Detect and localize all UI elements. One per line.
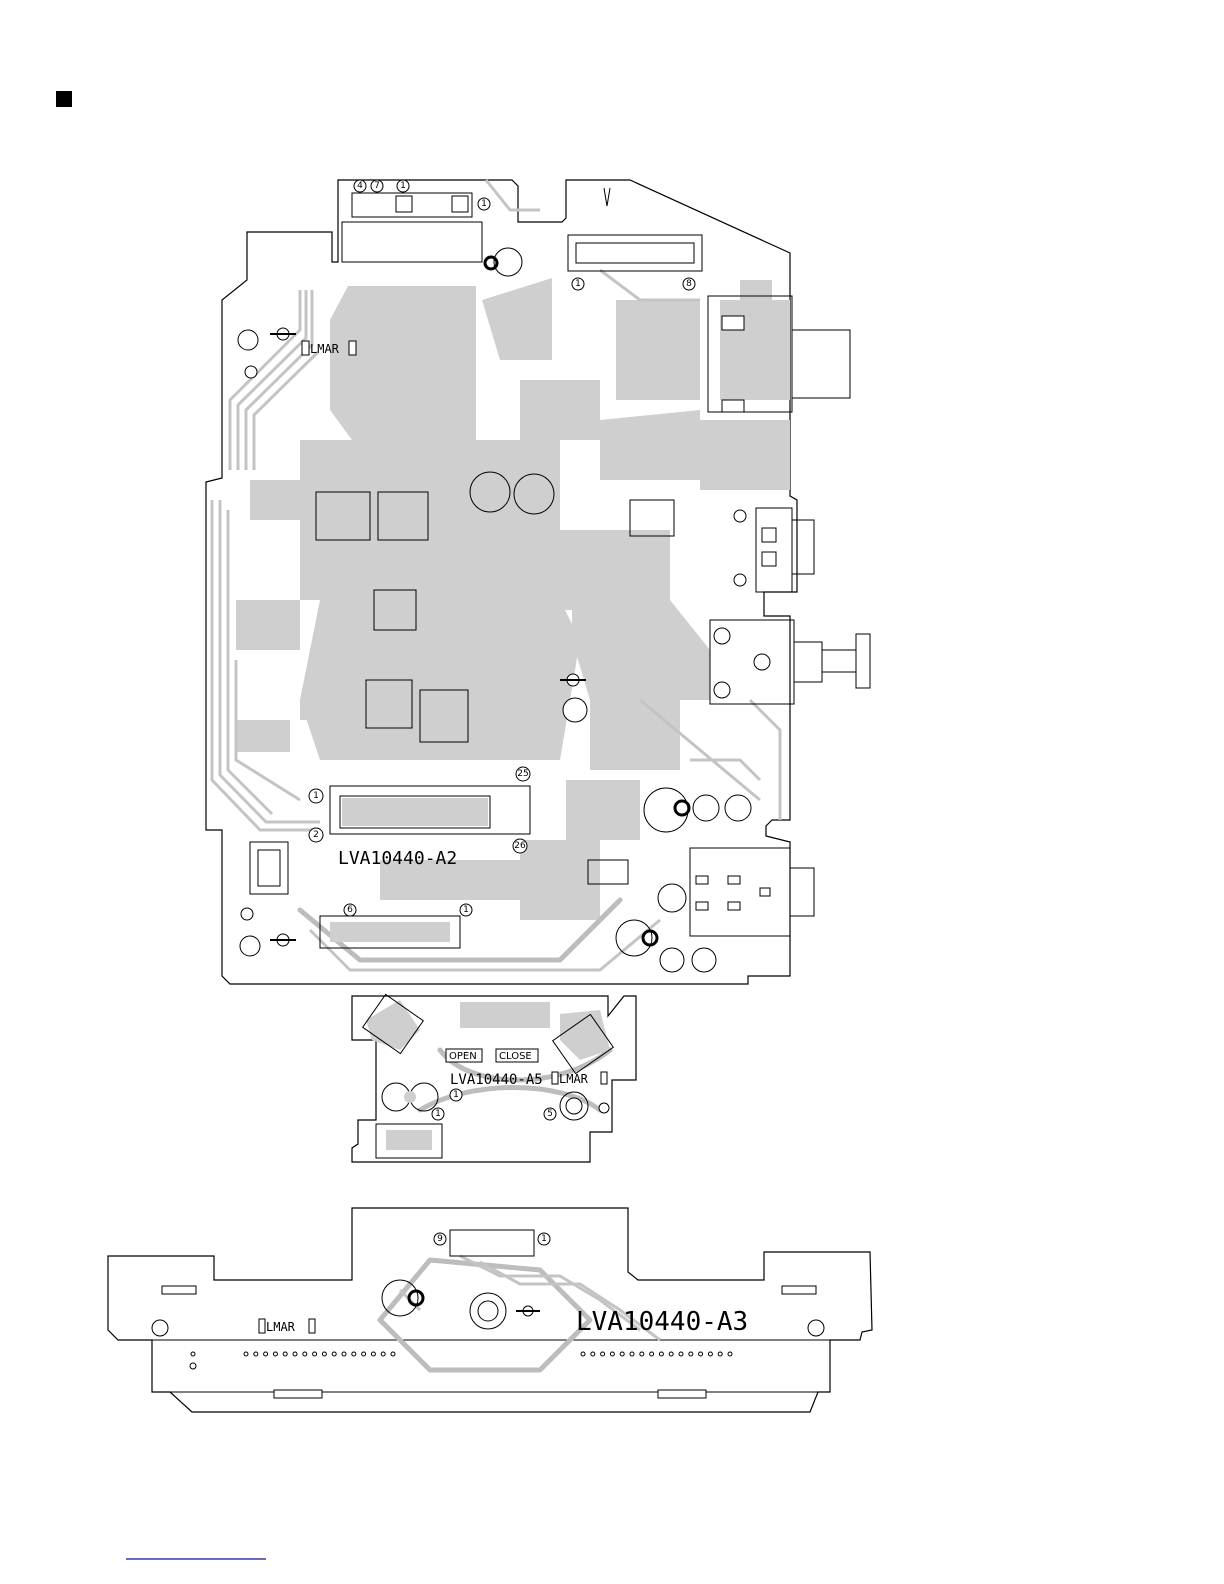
- pin-label-cn-lower-1: 1: [460, 904, 472, 916]
- close-label: CLOSE: [499, 1051, 532, 1062]
- pin-label-cn1-8: 8: [683, 278, 695, 290]
- main-board: 4 7 1 1 1 8: [206, 180, 870, 984]
- pin-7-text: 7: [374, 181, 380, 191]
- mid-board: OPEN CLOSE LVA10440-A5 LMAR 1 1 5: [352, 994, 636, 1162]
- pin-label-cn-bottom-25: 25: [516, 767, 530, 781]
- cn-bottom-25-text: 25: [517, 769, 528, 779]
- bottom-1-text: 1: [541, 1234, 547, 1244]
- pin-label-1b: 1: [478, 198, 490, 210]
- lmar-bottom-text: LMAR: [266, 1320, 296, 1334]
- open-label-box: OPEN: [446, 1049, 482, 1062]
- cn-bottom-2-text: 2: [313, 830, 319, 840]
- pin-label-mid-1a: 1: [450, 1089, 462, 1101]
- cn-lower-6-text: 6: [347, 905, 353, 915]
- section-marker: [56, 91, 72, 107]
- mounting-hole-tl: [238, 330, 258, 350]
- lmar-mid-text: LMAR: [559, 1072, 589, 1086]
- mid-1b-text: 1: [435, 1109, 441, 1119]
- bottom-hole-left: [152, 1320, 168, 1336]
- pin-label-1a: 1: [397, 180, 409, 192]
- mounting-hole-center: [563, 698, 587, 722]
- pin-label-cn-lower-6: 6: [344, 904, 356, 916]
- board-name-main: LVA10440-A2: [338, 848, 457, 869]
- mounting-hole-bl: [240, 936, 260, 956]
- open-label: OPEN: [449, 1051, 477, 1062]
- pin-label-cn-bottom-1: 1: [309, 789, 323, 803]
- cn1-pin8-text: 8: [686, 279, 692, 289]
- pin-label-4: 4: [354, 180, 366, 192]
- pin-label-cn1-1: 1: [572, 278, 584, 290]
- pin-label-mid-1b: 1: [432, 1108, 444, 1120]
- pin-4-text: 4: [357, 181, 363, 191]
- pin-label-cn-bottom-2: 2: [309, 828, 323, 842]
- cn-bottom-1-text: 1: [313, 791, 319, 801]
- cn-bottom-26-text: 26: [514, 841, 526, 851]
- pin-label-bottom-9: 9: [434, 1233, 446, 1245]
- mid-1a-text: 1: [453, 1090, 459, 1100]
- mid-5-text: 5: [547, 1109, 553, 1119]
- lmar-main-text: LMAR: [310, 342, 340, 356]
- close-label-box: CLOSE: [496, 1049, 538, 1062]
- cn-lower-1-text: 1: [463, 905, 469, 915]
- board-name-bottom: LVA10440-A3: [576, 1307, 748, 1337]
- board-name-mid: LVA10440-A5: [450, 1072, 543, 1088]
- bottom-9-text: 9: [437, 1234, 443, 1244]
- pin-1b-text: 1: [481, 199, 487, 209]
- bottom-hole-right: [808, 1320, 824, 1336]
- pin-label-7: 7: [371, 180, 383, 192]
- pin-label-bottom-1: 1: [538, 1233, 550, 1245]
- pin-1a-text: 1: [400, 181, 406, 191]
- pin-label-mid-5: 5: [544, 1108, 556, 1120]
- pin-label-cn-bottom-26: 26: [513, 839, 527, 853]
- bottom-board: 9 1 LMAR LVA10440-A3: [108, 1208, 872, 1412]
- cn1-pin1-text: 1: [575, 279, 581, 289]
